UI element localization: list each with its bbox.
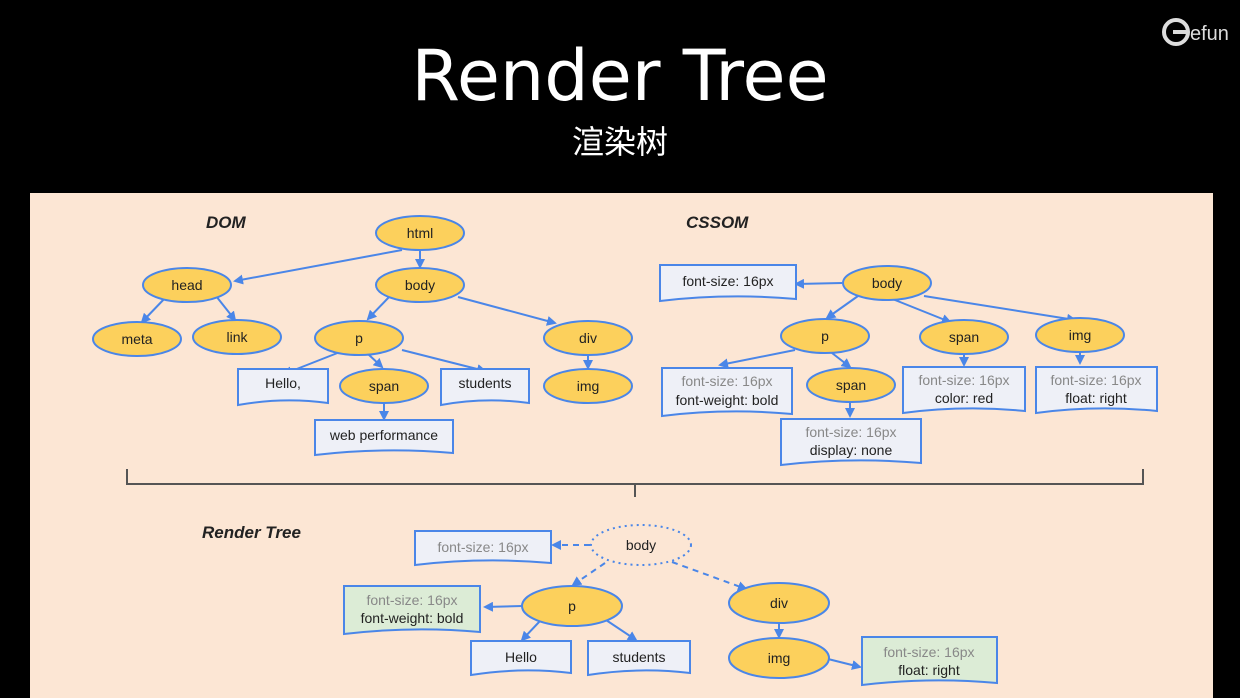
svg-text:link: link (226, 329, 248, 345)
dom-node-students: students (440, 368, 530, 407)
render-edges-dashed (551, 540, 748, 591)
dom-edges (140, 249, 593, 421)
dom-node-img: img (543, 368, 633, 404)
svg-text:span: span (369, 378, 399, 394)
slide-title: Render Tree (411, 35, 829, 117)
dom-node-html: html (375, 215, 465, 251)
dom-node-web-performance: web performance (314, 419, 454, 457)
svg-text:font-size: 16px: font-size: 16px (682, 273, 773, 289)
efun-logo: efun (1162, 18, 1229, 46)
svg-text:img: img (768, 650, 791, 666)
svg-text:p: p (355, 330, 363, 346)
svg-text:font-size: 16px: font-size: 16px (681, 373, 772, 389)
dom-label: DOM (206, 213, 247, 232)
svg-text:p: p (568, 598, 576, 614)
cssom-node-p: p (780, 318, 870, 354)
cssom-label: CSSOM (686, 213, 749, 232)
svg-text:font-size: 16px: font-size: 16px (805, 424, 896, 440)
dom-node-span: span (339, 368, 429, 404)
cssom-node-span-top: span (919, 319, 1009, 355)
render-edges (483, 601, 862, 670)
svg-text:font-size: 16px: font-size: 16px (437, 539, 528, 555)
cssom-node-p-style: font-size: 16px font-weight: bold (661, 367, 793, 418)
svg-text:body: body (626, 537, 656, 553)
svg-text:Hello,: Hello, (265, 375, 301, 391)
svg-text:div: div (579, 330, 597, 346)
diagram-panel: DOM CSSOM Render Tree (30, 193, 1213, 698)
cssom-node-img-style: font-size: 16px float: right (1035, 366, 1158, 415)
svg-text:meta: meta (121, 331, 152, 347)
cssom-edges (718, 278, 1085, 418)
svg-text:display: none: display: none (810, 442, 893, 458)
svg-text:body: body (872, 275, 902, 291)
svg-text:div: div (770, 595, 788, 611)
render-node-body-style: font-size: 16px (414, 530, 552, 567)
dom-node-body: body (375, 267, 465, 303)
svg-text:font-size: 16px: font-size: 16px (918, 372, 1009, 388)
svg-text:font-weight: bold: font-weight: bold (361, 610, 464, 626)
render-node-students: students (587, 640, 691, 677)
render-node-img-style: font-size: 16px float: right (861, 636, 998, 687)
svg-text:body: body (405, 277, 435, 293)
svg-text:img: img (577, 378, 600, 394)
svg-text:students: students (613, 649, 666, 665)
cssom-node-img: img (1035, 317, 1125, 353)
cssom-node-span-child: span (806, 367, 896, 403)
dom-node-head: head (142, 267, 232, 303)
dom-node-link: link (192, 319, 282, 355)
render-tree-label: Render Tree (202, 523, 301, 542)
render-node-hello: Hello (470, 640, 572, 677)
svg-text:p: p (821, 328, 829, 344)
svg-text:span: span (949, 329, 979, 345)
svg-text:font-weight: bold: font-weight: bold (676, 392, 779, 408)
svg-text:font-size: 16px: font-size: 16px (883, 644, 974, 660)
svg-text:students: students (459, 375, 512, 391)
svg-text:float: right: float: right (898, 662, 960, 678)
svg-text:Hello: Hello (505, 649, 537, 665)
svg-text:head: head (171, 277, 202, 293)
cssom-node-span-top-style: font-size: 16px color: red (902, 366, 1026, 415)
slide-subtitle: 渲染树 (571, 123, 668, 161)
dom-node-hello: Hello, (237, 368, 329, 407)
render-node-div: div (728, 582, 830, 624)
svg-text:font-size: 16px: font-size: 16px (1050, 372, 1141, 388)
cssom-node-body: body (842, 265, 932, 301)
svg-text:font-size: 16px: font-size: 16px (366, 592, 457, 608)
render-node-p: p (521, 585, 623, 627)
dom-node-div: div (543, 320, 633, 356)
dom-node-p: p (314, 320, 404, 356)
svg-text:color: red: color: red (935, 390, 993, 406)
svg-text:img: img (1069, 327, 1092, 343)
svg-text:web performance: web performance (329, 427, 438, 443)
merge-bracket (126, 469, 1144, 497)
dom-node-meta: meta (92, 321, 182, 357)
render-node-p-style: font-size: 16px font-weight: bold (343, 585, 481, 636)
render-node-img: img (728, 637, 830, 679)
render-node-body: body (590, 524, 692, 566)
svg-text:html: html (407, 225, 433, 241)
cssom-node-span-child-style: font-size: 16px display: none (780, 418, 922, 467)
svg-text:float: right: float: right (1065, 390, 1127, 406)
logo-text: efun (1190, 23, 1229, 45)
svg-text:span: span (836, 377, 866, 393)
cssom-node-body-style: font-size: 16px (659, 264, 797, 303)
